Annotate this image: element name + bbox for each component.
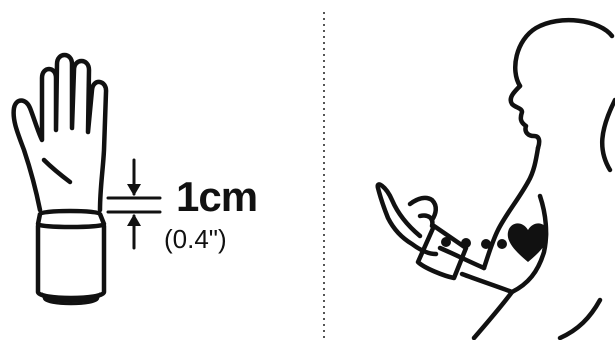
level-dot-4 bbox=[497, 239, 507, 249]
person-fingers-2 bbox=[420, 215, 432, 226]
hand-icon bbox=[14, 55, 106, 210]
wrist-cuff-figure bbox=[14, 55, 106, 304]
palm-crease bbox=[44, 160, 70, 182]
level-dot-2 bbox=[461, 238, 471, 248]
person-figure bbox=[378, 20, 615, 338]
person-lap bbox=[560, 300, 600, 338]
measurement-label-inch: (0.4") bbox=[164, 226, 227, 252]
level-dot-1 bbox=[441, 237, 451, 247]
arrow-up-icon bbox=[127, 214, 141, 226]
wrist-cuff-icon bbox=[38, 211, 104, 304]
arrow-down-icon bbox=[127, 184, 141, 196]
measurement-label-cm: 1cm bbox=[176, 176, 257, 218]
measurement-indicator bbox=[108, 160, 160, 248]
level-dot-3 bbox=[481, 239, 491, 249]
person-forearm-bottom bbox=[462, 274, 512, 292]
person-torso bbox=[528, 148, 538, 182]
person-face-profile bbox=[511, 86, 539, 148]
person-lower-body bbox=[474, 292, 512, 338]
measurement-arrowheads bbox=[127, 184, 141, 226]
person-back bbox=[602, 100, 615, 170]
person-head-outline bbox=[515, 20, 612, 86]
